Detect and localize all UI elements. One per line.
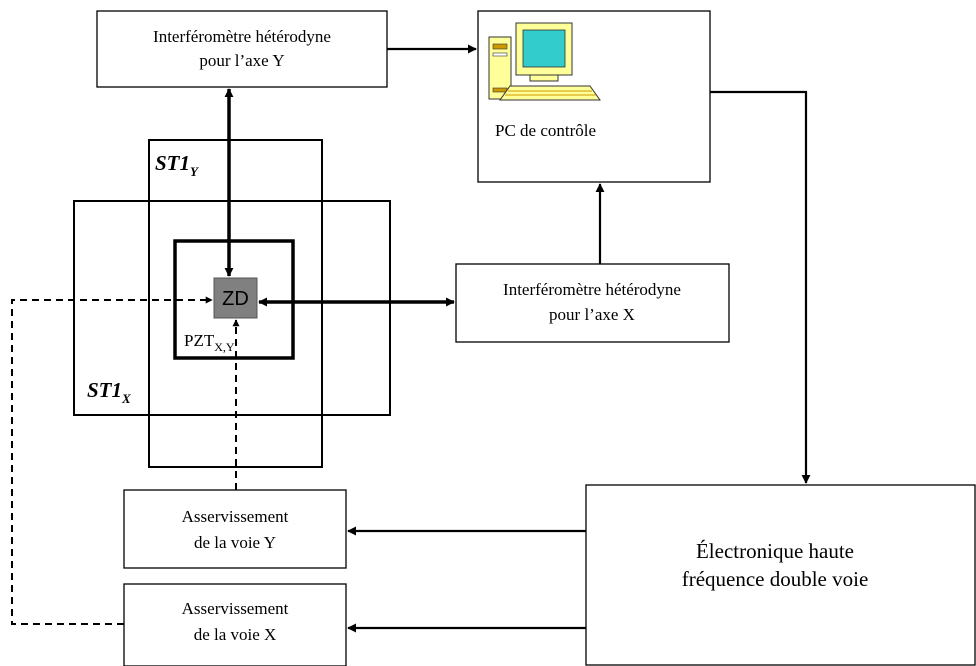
- servo-x-line1: Asservissement: [182, 599, 289, 618]
- dashed-servo-x-to-pzt: [11, 296, 213, 625]
- zd-block: [213, 277, 258, 319]
- servo-y-line1: Asservissement: [182, 507, 289, 526]
- servo-y-box: [123, 489, 347, 569]
- electronics-line2: fréquence double voie: [682, 567, 869, 591]
- pzt-label: PZTX,Y: [184, 331, 235, 354]
- arrow-pc-to-electronics: [710, 90, 811, 484]
- stage-x-label: ST1X: [87, 378, 131, 406]
- interferometer-y-line2: pour l’axe Y: [199, 51, 284, 70]
- servo-y-line2: de la voie Y: [194, 533, 276, 552]
- electronics-box: [585, 484, 976, 666]
- interferometer-y-box: [96, 10, 388, 88]
- zd-label: ZD: [222, 288, 249, 310]
- interferometer-y-line1: Interféromètre hétérodyne: [153, 27, 331, 46]
- interferometer-x-box: [455, 263, 730, 343]
- computer-icon: [488, 22, 601, 101]
- servo-x-box: [123, 583, 347, 666]
- interferometer-x-line2: pour l’axe X: [549, 305, 635, 324]
- electronics-line1: Électronique haute: [696, 539, 854, 563]
- stage-y-label: ST1Y: [155, 151, 199, 179]
- servo-x-line2: de la voie X: [194, 625, 277, 644]
- interferometer-x-line1: Interféromètre hétérodyne: [503, 280, 681, 299]
- pc-label: PC de contrôle: [495, 121, 596, 140]
